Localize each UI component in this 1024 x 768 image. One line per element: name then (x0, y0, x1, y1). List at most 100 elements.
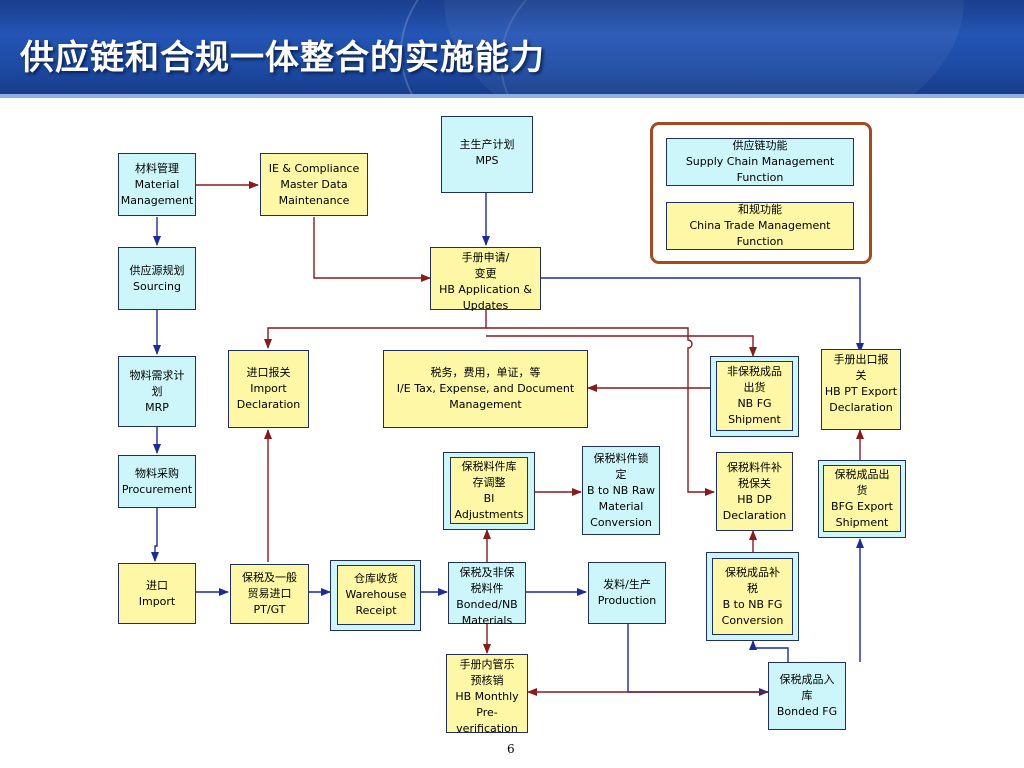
node-text: Material (598, 499, 644, 513)
node-text: 供应源规划 (129, 263, 185, 277)
node-text: 税料件 (470, 582, 504, 595)
node-text: Import (138, 594, 176, 608)
node-ie-tax-expense-document: 税务，费用，单证，等 I/E Tax, Expense, and Documen… (383, 350, 588, 428)
node-text: HB Application & (439, 283, 532, 296)
node-text: 手册内管乐 (459, 658, 515, 671)
legend-supply-chain: 供应链功能 Supply Chain Management Function (666, 138, 854, 186)
node-text: Warehouse (345, 588, 407, 601)
node-text: 保税料件补 (727, 460, 782, 474)
node-material-management: 材料管理 Material Management (118, 153, 196, 216)
node-warehouse-receipt: 仓库收货 Warehouse Receipt (337, 565, 415, 625)
node-import-declaration: 进口报关 Import Declaration (228, 350, 309, 428)
node-text: Procurement (121, 482, 193, 496)
node-procurement: 物料采购 Procurement (118, 455, 196, 508)
node-hb-dp-declaration: 保税料件补 税保关 HB DP Declaration (716, 452, 793, 531)
node-text: 物料需求计 (129, 368, 185, 382)
node-text: B to NB FG (722, 597, 783, 611)
node-text: 保税成品入 (779, 673, 835, 686)
node-text: MRP (145, 400, 169, 414)
node-text: Material (134, 177, 180, 191)
node-text: BI (483, 491, 495, 505)
node-text: 税保关 (738, 476, 771, 490)
node-text: 主生产计划 (459, 138, 515, 151)
node-text: 库 (801, 689, 813, 702)
node-text: Management (449, 398, 522, 411)
node-text: 保税及非保 (459, 566, 515, 579)
node-hb-pt-export-declaration: 手册出口报 关 HB PT Export Declaration (821, 349, 901, 430)
legend-text: 供应链功能 (732, 139, 788, 152)
node-text: 发料/生产 (603, 578, 651, 591)
node-text: 保税料件锁 (593, 451, 649, 465)
node-production: 发料/生产 Production (588, 562, 666, 624)
node-text: NB FG (737, 397, 772, 410)
node-text: Materials (461, 614, 513, 627)
node-mrp: 物料需求计 划 MRP (118, 356, 196, 427)
node-text: 手册申请/ (461, 251, 510, 264)
node-pt-gt: 保税及一般 贸易进口 PT/GT (230, 564, 309, 624)
node-bfg-export-shipment: 保税成品出 货 BFG Export Shipment (823, 465, 901, 532)
node-text: Updates (462, 299, 509, 312)
legend-trade-compliance: 和规功能 China Trade Management Function (666, 202, 854, 250)
node-text: Master Data (280, 177, 348, 191)
node-text: 税 (747, 581, 758, 595)
node-b-to-nb-raw-material: 保税料件锁 定 B to NB Raw Material Conversion (582, 446, 660, 535)
node-text: 划 (151, 384, 163, 398)
node-text: Conversion (590, 515, 652, 529)
legend-frame (650, 122, 872, 264)
node-text: 预核销 (470, 674, 504, 687)
node-ie-compliance-master-data: IE & Compliance Master Data Maintenance (260, 153, 368, 216)
legend-text: Function (736, 235, 784, 248)
node-text: Conversion (721, 613, 784, 627)
node-text: Maintenance (278, 193, 350, 207)
node-text: 存调整 (472, 475, 506, 489)
node-bonded-nb-materials: 保税及非保 税料件 Bonded/NB Materials (448, 562, 526, 627)
node-text: 定 (615, 467, 627, 481)
page-title: 供应链和合规一体整合的实施能力 (20, 38, 545, 78)
legend-text: China Trade Management (689, 219, 831, 232)
node-text: 保税及一般 (242, 571, 297, 584)
node-text: Declaration (722, 508, 787, 522)
node-text: Shipment (835, 515, 889, 529)
node-bi-adjustments: 保税料件库 存调整 BI Adjustments (450, 457, 528, 524)
node-text: 保税料件库 (461, 459, 517, 473)
node-text: 非保税成品 (727, 365, 782, 378)
node-hb-monthly-pre-verification: 手册内管乐 预核销 HB Monthly Pre- verification (446, 654, 528, 735)
node-text: 税务，费用，单证，等 (430, 366, 541, 379)
node-text: Production (597, 594, 657, 607)
page-number: 6 (507, 742, 515, 756)
node-text: 进口报关 (246, 366, 291, 379)
node-text: 关 (855, 369, 867, 382)
node-text: Adjustments (454, 507, 524, 521)
node-text: 贸易进口 (247, 587, 292, 600)
node-text: 出货 (743, 381, 766, 394)
node-text: 货 (856, 483, 868, 497)
legend-text: 和规功能 (738, 203, 782, 216)
legend-text: Supply Chain Management (685, 155, 835, 168)
node-text: Management (120, 193, 194, 207)
node-text: 保税成品补 (725, 565, 780, 579)
node-text: Shipment (728, 413, 781, 426)
node-text: HB PT Export (824, 385, 898, 398)
node-import: 进口 Import (118, 563, 196, 624)
node-sourcing: 供应源规划 Sourcing (118, 247, 196, 310)
node-text: B to NB Raw (587, 483, 655, 497)
node-text: Pre- (476, 706, 498, 719)
node-text: Bonded/NB (456, 598, 518, 611)
node-text: Sourcing (132, 279, 182, 293)
node-nb-fg-shipment: 非保税成品 出货 NB FG Shipment (716, 361, 793, 431)
node-text: HB DP (737, 492, 772, 506)
node-text: Declaration (829, 401, 893, 414)
node-text: 保税成品出 (834, 467, 890, 481)
node-b-to-nb-fg-conversion: 保税成品补 税 B to NB FG Conversion (712, 558, 793, 635)
node-text: 手册出口报 (833, 353, 889, 366)
legend-text: Function (736, 171, 784, 184)
node-text: 材料管理 (135, 161, 179, 175)
node-text: MPS (475, 154, 499, 167)
node-text: Declaration (236, 398, 301, 411)
node-text: IE & Compliance (268, 161, 360, 175)
node-text: 进口 (146, 578, 168, 592)
node-text: HB Monthly (455, 690, 519, 703)
node-text: 物料采购 (135, 466, 179, 480)
node-text: I/E Tax, Expense, and Document (396, 382, 575, 395)
